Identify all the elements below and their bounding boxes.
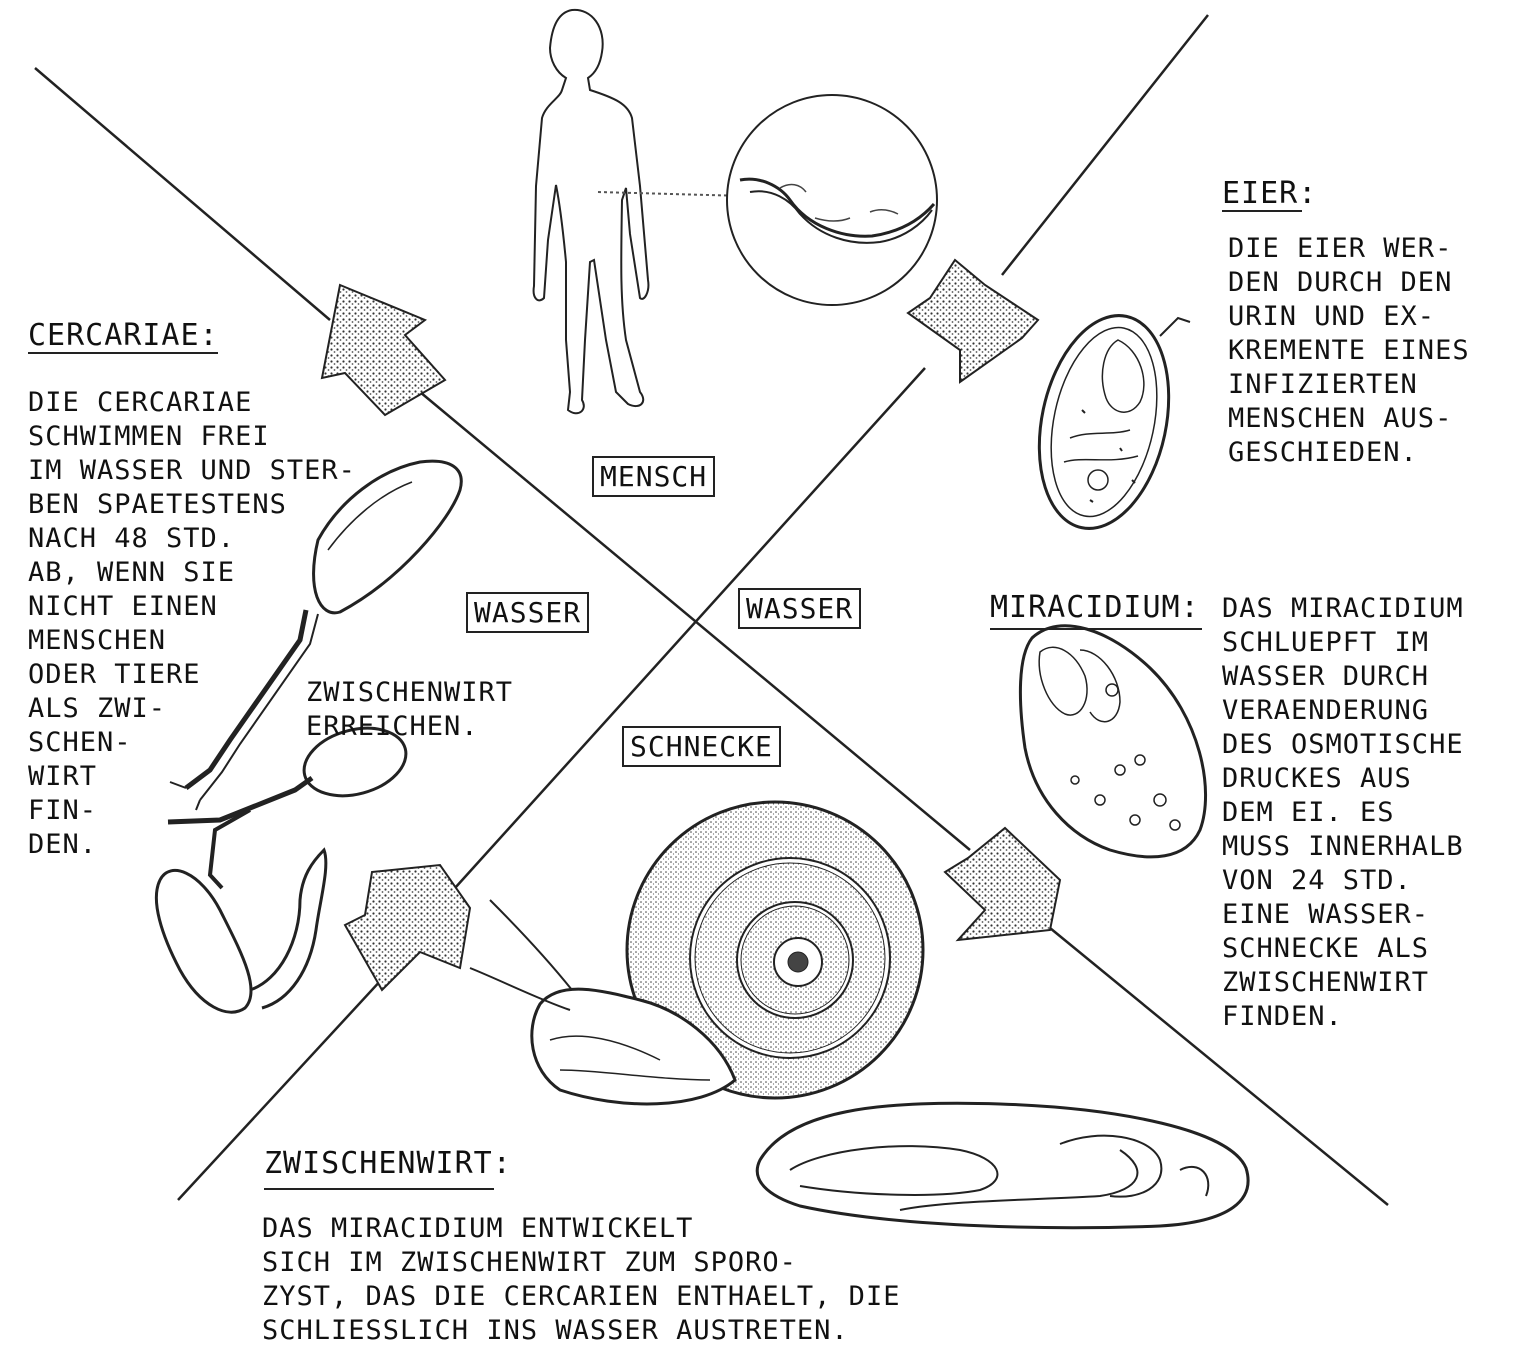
miracidium-text: DAS MIRACIDIUM SCHLUEPFT IM WASSER DURCH… — [1222, 592, 1464, 1034]
cercariae-text-extra: ZWISCHENWIRT ERREICHEN. — [306, 676, 513, 744]
snail-drawing — [470, 802, 923, 1104]
sporocyst-drawing — [757, 1103, 1248, 1227]
miracidium-heading-rule — [990, 628, 1202, 630]
arrow-eggs — [908, 260, 1038, 382]
line-top-left — [35, 68, 330, 320]
intermediate-host-text: DAS MIRACIDIUM ENTWICKELT SICH IM ZWISCH… — [262, 1212, 900, 1348]
arrow-snail — [345, 865, 470, 990]
intermediate-host-heading-rule — [264, 1188, 494, 1190]
egg-drawing — [1021, 303, 1190, 540]
label-wasser-right: WASSER — [738, 588, 861, 629]
cercariae-text: DIE CERCARIAE SCHWIMMEN FREI IM WASSER U… — [28, 386, 356, 862]
label-wasser-left: WASSER — [466, 592, 589, 633]
miracidium-heading: MIRACIDIUM: — [990, 590, 1200, 625]
label-mensch: MENSCH — [592, 456, 715, 497]
adult-worm-circle — [727, 95, 937, 305]
cercariae-heading-rule — [28, 352, 218, 354]
eggs-text: DIE EIER WER- DEN DURCH DEN URIN UND EX-… — [1228, 232, 1470, 470]
cercaria-curled — [156, 850, 325, 1012]
cercariae-heading: CERCARIAE: — [28, 318, 219, 353]
label-schnecke: SCHNECKE — [622, 726, 781, 767]
line-top-right — [1002, 15, 1208, 275]
eggs-heading-rule — [1222, 210, 1302, 212]
human-figure — [534, 10, 649, 413]
miracidium-drawing — [1020, 626, 1205, 857]
intermediate-host-heading: ZWISCHENWIRT: — [264, 1146, 512, 1181]
eggs-heading: EIER: — [1222, 176, 1317, 211]
